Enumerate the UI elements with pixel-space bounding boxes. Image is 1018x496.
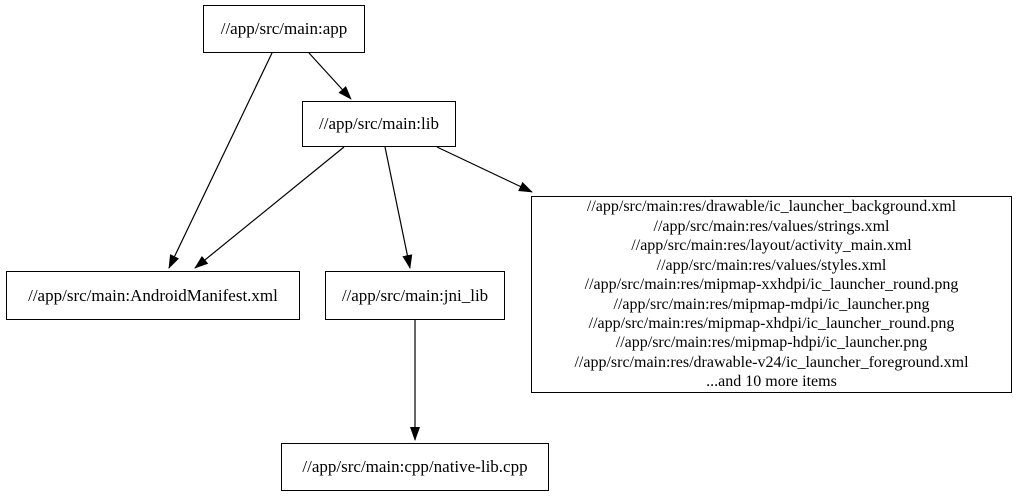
node-res-group: //app/src/main:res/drawable/ic_launcher_… xyxy=(531,196,1012,393)
edge-lib-res-group xyxy=(436,146,533,193)
edge-lib-manifest xyxy=(194,146,345,269)
edge-lib-jni-lib xyxy=(384,146,413,269)
res-group-line: //app/src/main:res/layout/activity_main.… xyxy=(631,237,912,255)
node-app: //app/src/main:app xyxy=(203,5,365,53)
node-android-manifest: //app/src/main:AndroidManifest.xml xyxy=(6,271,300,320)
res-group-line: //app/src/main:res/mipmap-xxhdpi/ic_laun… xyxy=(584,276,959,294)
res-group-line: //app/src/main:res/drawable/ic_launcher_… xyxy=(586,198,957,216)
node-jni-lib: //app/src/main:jni_lib xyxy=(325,271,505,320)
node-android-manifest-label: //app/src/main:AndroidManifest.xml xyxy=(28,285,278,305)
res-group-line: //app/src/main:res/values/styles.xml xyxy=(656,256,887,274)
node-jni-lib-label: //app/src/main:jni_lib xyxy=(341,285,489,305)
node-lib: //app/src/main:lib xyxy=(302,101,456,147)
node-lib-label: //app/src/main:lib xyxy=(319,114,439,133)
node-native-lib-cpp: //app/src/main:cpp/native-lib.cpp xyxy=(281,443,549,491)
res-group-line: //app/src/main:res/values/strings.xml xyxy=(653,217,890,235)
edge-app-lib xyxy=(308,52,352,100)
node-native-lib-cpp-label: //app/src/main:cpp/native-lib.cpp xyxy=(302,457,528,476)
res-group-line: //app/src/main:res/drawable-v24/ic_launc… xyxy=(574,353,969,371)
node-app-label: //app/src/main:app xyxy=(220,19,348,38)
res-group-line: //app/src/main:res/mipmap-xhdpi/ic_launc… xyxy=(588,314,955,332)
res-group-more-items: ...and 10 more items xyxy=(706,373,837,391)
edge-app-manifest xyxy=(168,52,273,269)
res-group-line: //app/src/main:res/mipmap-mdpi/ic_launch… xyxy=(613,295,930,313)
res-group-line: //app/src/main:res/mipmap-hdpi/ic_launch… xyxy=(615,334,928,352)
